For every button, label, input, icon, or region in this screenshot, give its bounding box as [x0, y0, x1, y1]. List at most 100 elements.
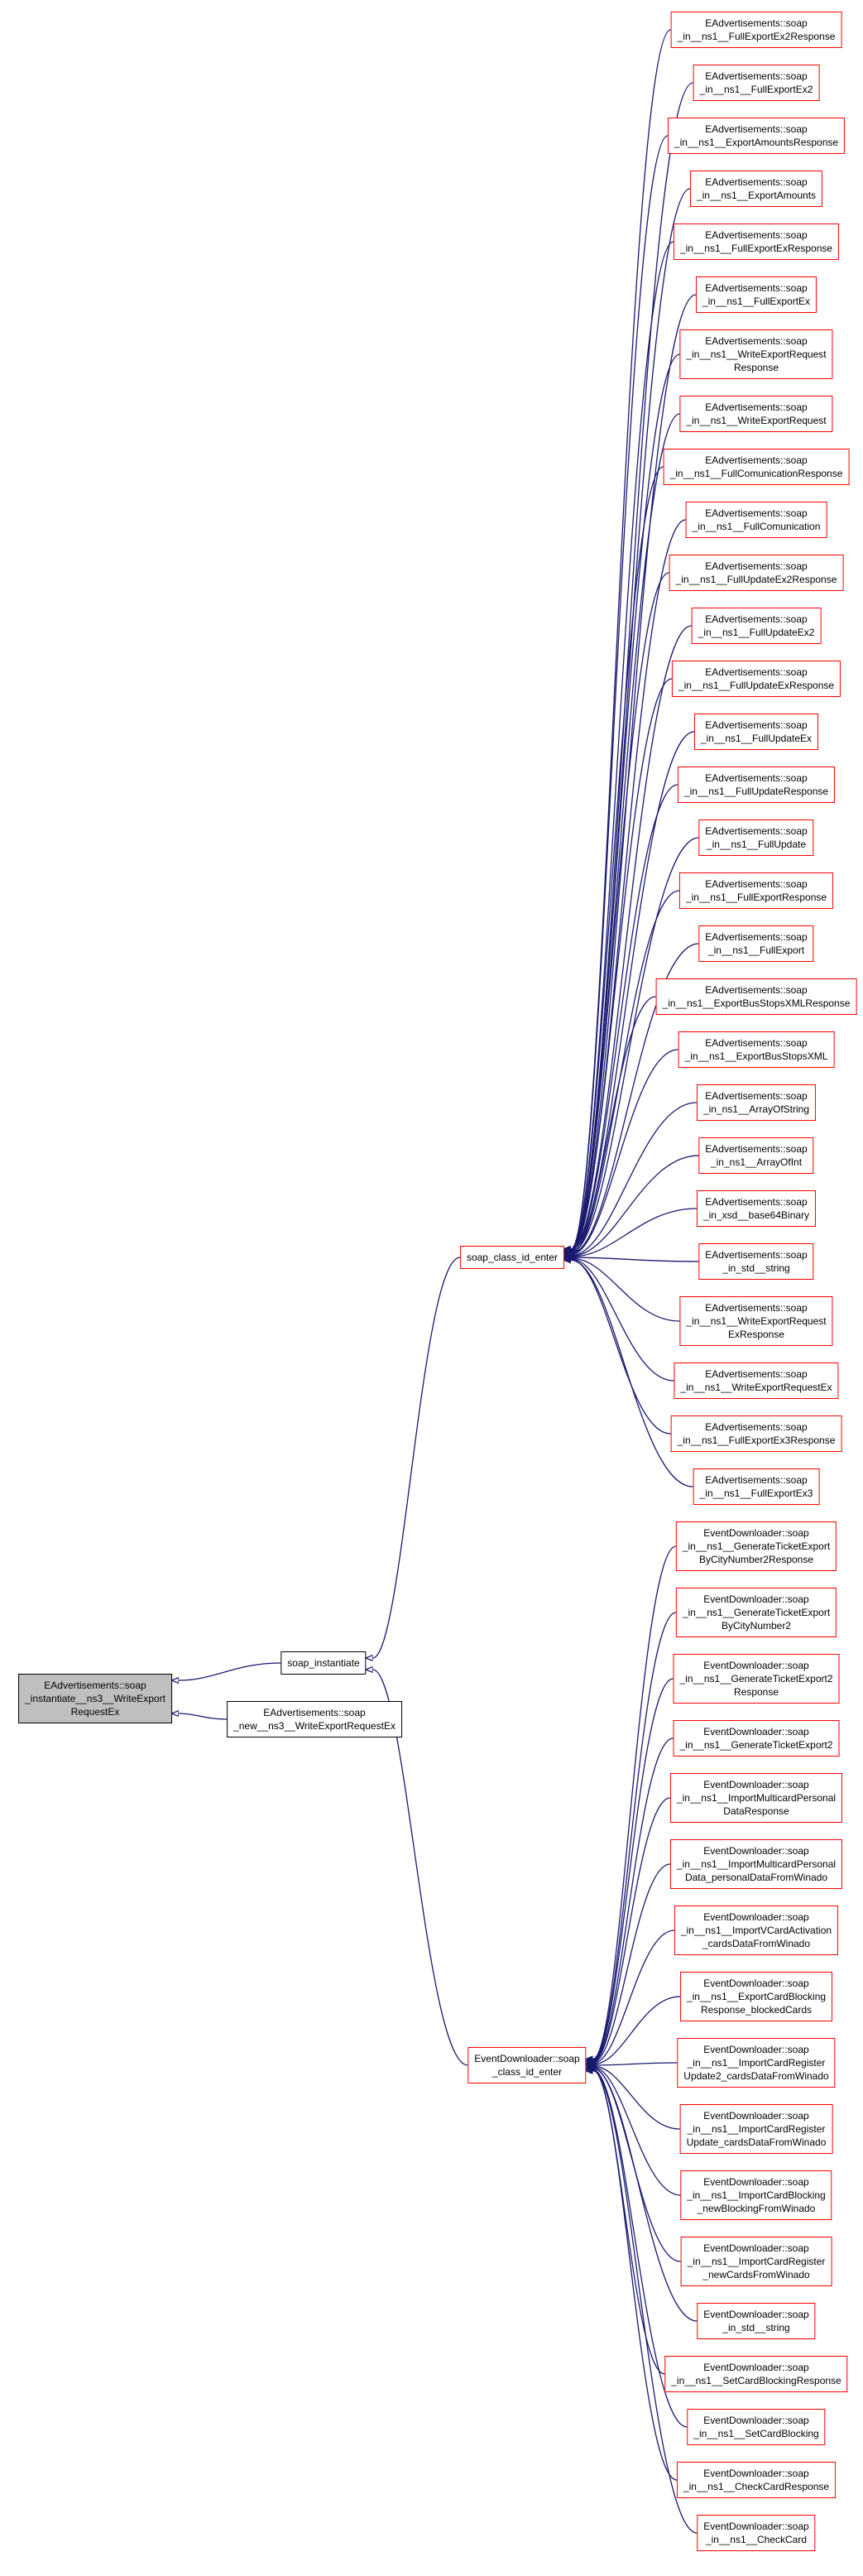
graph-node-cie[interactable]: soap_class_id_enter	[459, 1246, 565, 1269]
call-edge-r11-to-cie	[571, 572, 669, 1249]
node-label-line: _in_ns1__ArrayOfString	[702, 1103, 810, 1115]
graph-node-r39[interactable]: EventDownloader::soap_in__ns1__ImportCar…	[680, 2170, 832, 2220]
node-label-line: _in__ns1__FullUpdate	[706, 839, 807, 850]
node-label-line: EAdvertisements::soap	[705, 1037, 808, 1049]
graph-node-sn[interactable]: EAdvertisements::soap_new__ns3__WriteExp…	[227, 1701, 402, 1737]
graph-node-r41[interactable]: EventDownloader::soap_in_std__string	[697, 2303, 816, 2339]
node-label-line: _cardsDataFromWinado	[702, 1938, 811, 1949]
node-label-line: _in__ns1__FullUpdateExResponse	[678, 680, 835, 691]
call-edge-r12-to-cie	[571, 625, 692, 1250]
call-edge-r03-to-cie	[571, 135, 669, 1249]
node-label-line: DataResponse	[723, 1805, 789, 1817]
graph-node-r42[interactable]: EventDownloader::soap_in__ns1__SetCardBl…	[664, 2356, 848, 2392]
graph-node-r37[interactable]: EventDownloader::soap_in__ns1__ImportCar…	[677, 2038, 836, 2088]
node-label-line: _in__ns1__CheckCardResponse	[683, 2481, 830, 2492]
graph-node-r40[interactable]: EventDownloader::soap_in__ns1__ImportCar…	[680, 2237, 832, 2286]
node-label-line: ByCityNumber2	[721, 1620, 792, 1632]
graph-node-r21[interactable]: EAdvertisements::soap_in_ns1__ArrayOfStr…	[696, 1084, 817, 1121]
graph-node-r34[interactable]: EventDownloader::soap_in__ns1__ImportMul…	[669, 1839, 843, 1889]
graph-node-r35[interactable]: EventDownloader::soap_in__ns1__ImportVCa…	[674, 1906, 839, 1955]
graph-node-r14[interactable]: EAdvertisements::soap_in__ns1__FullUpdat…	[693, 714, 819, 750]
graph-node-r13[interactable]: EAdvertisements::soap_in__ns1__FullUpdat…	[671, 661, 841, 697]
call-edge-r30-to-edcie	[593, 1612, 677, 2059]
node-label-line: _in__ns1__ExportAmountsResponse	[674, 137, 839, 148]
node-label-line: _in__ns1__FullUpdateEx	[700, 733, 813, 744]
call-edge-r23-to-cie	[571, 1208, 698, 1257]
graph-node-r22[interactable]: EAdvertisements::soap_in_ns1__ArrayOfInt	[698, 1137, 814, 1174]
call-edge-r37-to-edcie	[593, 2063, 678, 2065]
graph-node-r11[interactable]: EAdvertisements::soap_in__ns1__FullUpdat…	[669, 555, 844, 591]
node-label-line: EAdvertisements::soap	[705, 560, 808, 572]
node-label-line: _in_xsd__base64Binary	[702, 1209, 810, 1221]
graph-node-r44[interactable]: EventDownloader::soap_in__ns1__CheckCard…	[676, 2462, 837, 2498]
node-label-line: _newCardsFromWinado	[702, 2269, 810, 2280]
call-edge-r21-to-cie	[571, 1102, 698, 1256]
graph-node-r05[interactable]: EAdvertisements::soap_in__ns1__FullExpor…	[673, 223, 840, 260]
graph-node-r24[interactable]: EAdvertisements::soap_in_std__string	[698, 1243, 814, 1280]
node-label-line: _in__ns1__GenerateTicketExport	[682, 1607, 831, 1618]
node-label-line: _instantiate__ns3__WriteExport	[25, 1693, 165, 1704]
graph-node-r08[interactable]: EAdvertisements::soap_in__ns1__WriteExpo…	[679, 396, 833, 432]
node-label-line: EAdvertisements::soap	[705, 1143, 808, 1155]
graph-node-r23[interactable]: EAdvertisements::soap_in_xsd__base64Bina…	[696, 1190, 817, 1227]
graph-node-r25[interactable]: EAdvertisements::soap_in__ns1__WriteExpo…	[679, 1296, 833, 1346]
graph-node-r04[interactable]: EAdvertisements::soap_in__ns1__ExportAmo…	[689, 171, 823, 207]
node-label-line: EAdvertisements::soap	[705, 613, 808, 625]
graph-node-r29[interactable]: EventDownloader::soap_in__ns1__GenerateT…	[675, 1521, 837, 1571]
node-label-line: _in__ns1__GenerateTicketExport2	[679, 1739, 833, 1751]
graph-node-r07[interactable]: EAdvertisements::soap_in__ns1__WriteExpo…	[679, 329, 833, 379]
graph-node-r38[interactable]: EventDownloader::soap_in__ns1__ImportCar…	[679, 2104, 833, 2154]
node-label-line: EAdvertisements::soap	[705, 70, 808, 82]
graph-node-r19[interactable]: EAdvertisements::soap_in__ns1__ExportBus…	[655, 978, 857, 1015]
graph-node-r26[interactable]: EAdvertisements::soap_in__ns1__WriteExpo…	[674, 1362, 839, 1399]
node-label-line: EventDownloader::soap	[703, 1660, 809, 1671]
graph-node-r45[interactable]: EventDownloader::soap_in__ns1__CheckCard	[697, 2515, 816, 2551]
graph-node-r32[interactable]: EventDownloader::soap_in__ns1__GenerateT…	[673, 1720, 840, 1757]
node-label-line: EAdvertisements::soap	[705, 984, 808, 996]
node-label-line: EventDownloader::soap	[703, 1726, 809, 1737]
graph-node-r12[interactable]: EAdvertisements::soap_in__ns1__FullUpdat…	[691, 608, 822, 644]
graph-node-r30[interactable]: EventDownloader::soap_in__ns1__GenerateT…	[675, 1588, 837, 1637]
graph-node-r10[interactable]: EAdvertisements::soap_in__ns1__FullComun…	[685, 502, 827, 538]
graph-node-r18[interactable]: EAdvertisements::soap_in__ns1__FullExpor…	[698, 925, 814, 962]
graph-node-r36[interactable]: EventDownloader::soap_in__ns1__ExportCar…	[679, 1972, 833, 2021]
graph-node-r31[interactable]: EventDownloader::soap_in__ns1__GenerateT…	[673, 1654, 840, 1704]
call-edge-r06-to-cie	[571, 294, 697, 1249]
node-label-line: _in__ns1__ExportCardBlocking	[686, 1991, 827, 2002]
graph-node-r28[interactable]: EAdvertisements::soap_in__ns1__FullExpor…	[693, 1468, 820, 1505]
graph-node-r17[interactable]: EAdvertisements::soap_in__ns1__FullExpor…	[678, 872, 834, 909]
node-label-line: EAdvertisements::soap	[705, 1421, 808, 1433]
node-label-line: _in__ns1__FullUpdateEx2	[698, 627, 815, 638]
node-label-line: _in_std__string	[722, 1262, 790, 1274]
graph-node-r03[interactable]: EAdvertisements::soap_in__ns1__ExportAmo…	[667, 118, 846, 154]
graph-node-r27[interactable]: EAdvertisements::soap_in__ns1__FullExpor…	[670, 1415, 842, 1452]
node-label-line: EAdvertisements::soap	[705, 282, 808, 294]
node-label-line: _in__ns1__FullExportEx3	[699, 1487, 813, 1499]
node-label-line: _in__ns1__ExportBusStopsXML	[684, 1050, 828, 1062]
call-edge-sn-to-main	[179, 1713, 228, 1720]
node-label-line: _in__ns1__FullExportEx2	[699, 84, 813, 95]
call-edge-r35-to-edcie	[593, 1930, 675, 2064]
graph-node-r06[interactable]: EAdvertisements::soap_in__ns1__FullExpor…	[695, 276, 817, 313]
graph-node-edcie[interactable]: EventDownloader::soap_class_id_enter	[467, 2047, 587, 2083]
graph-node-r20[interactable]: EAdvertisements::soap_in__ns1__ExportBus…	[678, 1031, 835, 1068]
call-edge-r09-to-cie	[571, 466, 664, 1249]
graph-node-si[interactable]: soap_instantiate	[280, 1651, 367, 1675]
node-label-line: _in__ns1__ImportCardRegister	[687, 2123, 826, 2135]
node-label-line: _in__ns1__FullComunicationResponse	[669, 468, 843, 479]
graph-node-r09[interactable]: EAdvertisements::soap_in__ns1__FullComun…	[663, 449, 850, 485]
node-label-line: _in__ns1__FullUpdateEx2Response	[675, 574, 837, 585]
node-label-line: EventDownloader::soap	[703, 2468, 809, 2479]
node-label-line: EventDownloader::soap	[703, 1779, 809, 1790]
node-label-line: _class_id_enter	[491, 2066, 563, 2078]
node-label-line: EventDownloader::soap	[474, 2053, 580, 2064]
graph-node-r15[interactable]: EAdvertisements::soap_in__ns1__FullUpdat…	[677, 767, 836, 803]
node-label-line: EventDownloader::soap	[703, 2362, 809, 2373]
graph-node-r16[interactable]: EAdvertisements::soap_in__ns1__FullUpdat…	[698, 819, 814, 856]
graph-node-r01[interactable]: EAdvertisements::soap_in__ns1__FullExpor…	[670, 12, 842, 48]
graph-node-r02[interactable]: EAdvertisements::soap_in__ns1__FullExpor…	[693, 65, 820, 101]
graph-node-r43[interactable]: EventDownloader::soap_in__ns1__SetCardBl…	[687, 2409, 826, 2445]
graph-node-r33[interactable]: EventDownloader::soap_in__ns1__ImportMul…	[669, 1773, 843, 1823]
node-label-line: EAdvertisements::soap	[705, 878, 808, 890]
